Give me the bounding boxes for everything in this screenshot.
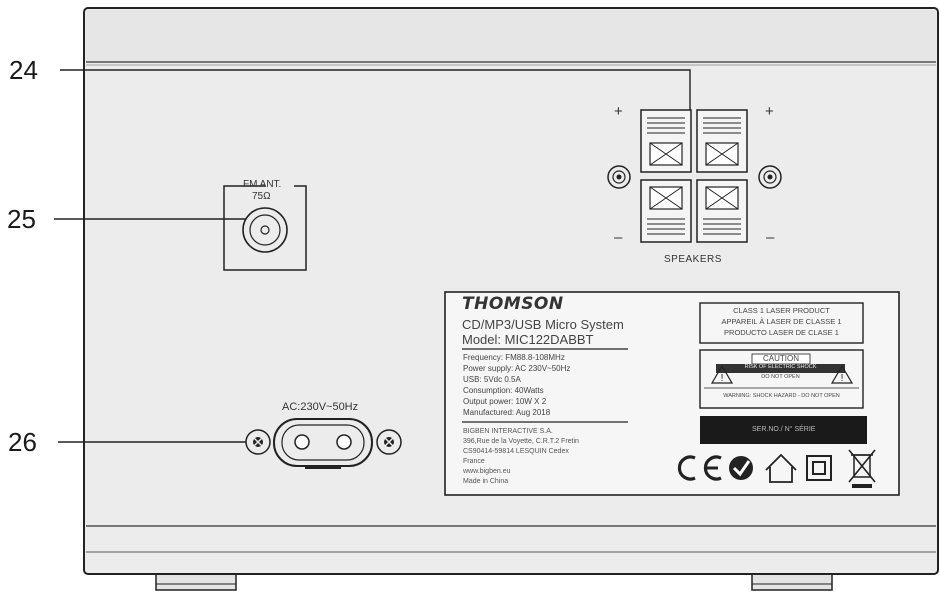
leader-line-24 (60, 69, 691, 110)
spec-manufactured: Manufactured: Aug 2018 (463, 408, 551, 417)
terminal-clip-top-left (640, 109, 692, 173)
fm-antenna-socket (223, 185, 307, 271)
serial-number-label: SER.NO./ N° SÉRIE (752, 426, 816, 433)
laser-class-line-1: CLASS 1 LASER PRODUCT (733, 306, 830, 315)
speaker-terminals (607, 109, 782, 243)
company-country: France (463, 458, 485, 465)
svg-text:!: ! (841, 373, 844, 384)
spec-consumption: Consumption: 40Watts (463, 386, 544, 395)
laser-class-box (699, 302, 864, 344)
company-name: BIGBEN INTERACTIVE S.A. (463, 428, 553, 435)
spec-output-power: Output power: 10W X 2 (463, 397, 547, 406)
spec-frequency: Frequency: FM88.8-108MHz (463, 353, 565, 362)
compliance-symbols (677, 449, 876, 488)
brand-logo: THOMSON (462, 294, 564, 314)
weee-bin-icon (848, 449, 876, 488)
laser-class-line-2: APPAREIL À LASER DE CLASSE 1 (721, 317, 842, 326)
double-insulation-icon (806, 455, 832, 481)
callout-25: 25 (7, 204, 36, 234)
product-name: CD/MP3/USB Micro System (462, 317, 624, 332)
caution-title: CAUTION (763, 354, 799, 363)
company-website: www.bigben.eu (463, 468, 511, 475)
laser-class-line-3: PRODUCTO LASER DE CLASE 1 (724, 328, 839, 337)
serial-number-bar (700, 416, 867, 444)
speaker-plus-right: + (765, 103, 774, 120)
callout-26: 26 (8, 427, 37, 457)
ac-power-label: AC:230V~50Hz (282, 401, 359, 413)
terminal-clip-top-right (696, 109, 748, 173)
top-rail (86, 10, 936, 62)
made-in: Made in China (463, 478, 509, 485)
spec-power-supply: Power supply: AC 230V~50Hz (463, 364, 571, 373)
company-address-1: 396,Rue de la Voyette, C.R.T.2 Fretin (463, 438, 579, 445)
rating-label-panel: ! ! (444, 291, 900, 496)
ac-power-inlet (245, 418, 402, 469)
indoor-use-house-icon (765, 453, 797, 483)
rohs-check-icon (729, 456, 753, 480)
model-number: Model: MIC122DABBT (462, 332, 594, 347)
callout-24: 24 (9, 55, 38, 85)
speaker-minus-right: – (766, 229, 775, 246)
caution-shock: RISK OF ELECTRIC SHOCK (744, 364, 817, 370)
spec-usb: USB: 5Vdc 0.5A (463, 375, 521, 384)
svg-text:!: ! (721, 373, 724, 384)
fm-ant-label: FM ANT. (243, 179, 282, 190)
caution-warning: WARNING: SHOCK HAZARD - DO NOT OPEN (723, 393, 840, 399)
ce-mark-icon (677, 455, 722, 481)
fm-ant-impedance: 75Ω (252, 191, 271, 202)
terminal-clip-bottom-right (696, 179, 748, 243)
terminal-clip-bottom-left (640, 179, 692, 243)
speaker-plus-left: + (614, 103, 623, 120)
speaker-minus-left: – (614, 229, 623, 246)
speakers-label: SPEAKERS (664, 254, 722, 265)
caution-do-not-open: DO NOT OPEN (761, 374, 800, 380)
company-address-2: CS90414-59814 LESQUIN Cedex (463, 448, 569, 455)
